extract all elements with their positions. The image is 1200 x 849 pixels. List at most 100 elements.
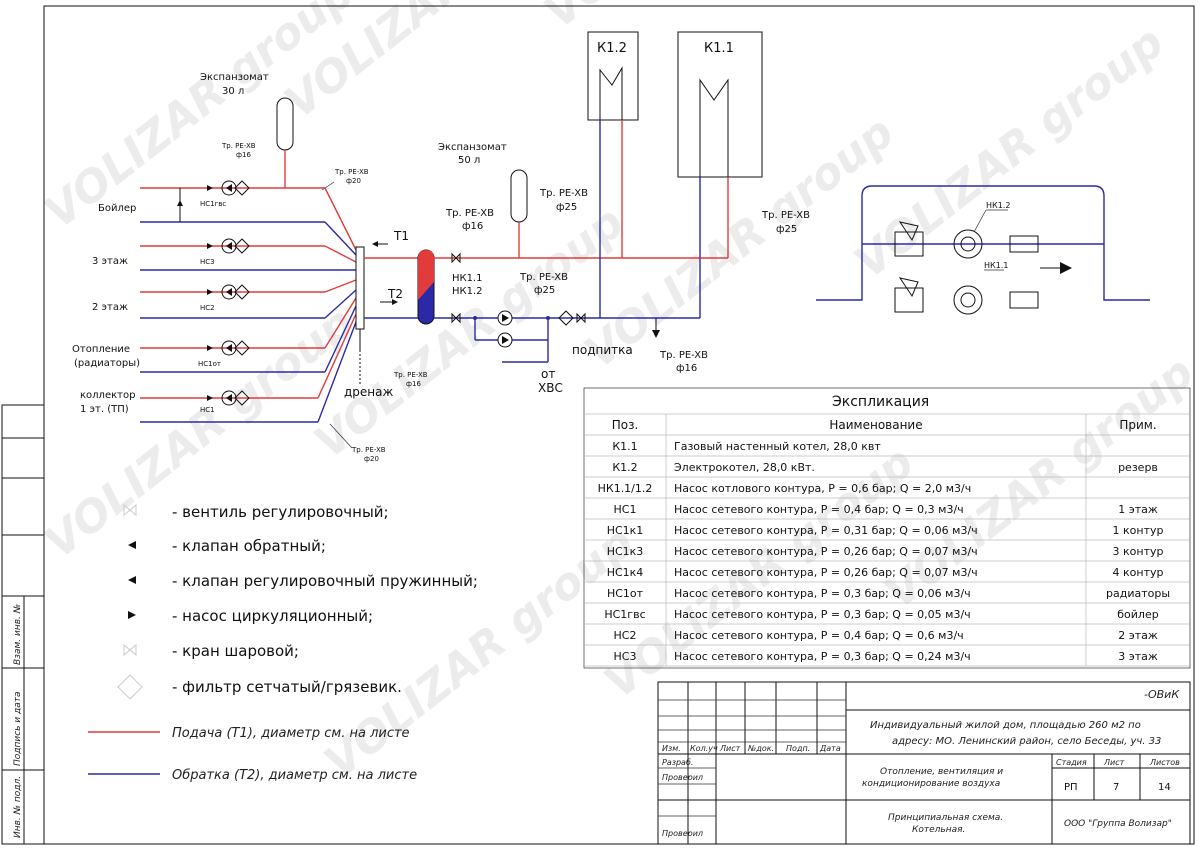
pipe-label: Тр. PE-XB [393, 371, 428, 379]
explication-note: 3 контур [1113, 545, 1164, 558]
stage-value: РП [1064, 782, 1078, 793]
stage-header: Листов [1149, 758, 1180, 767]
circuit-pump-3 [207, 238, 250, 254]
section-name: кондиционирование воздуха [862, 779, 1000, 789]
role-label: Разраб. [662, 758, 693, 767]
explication-pos: НС1 [614, 503, 637, 516]
explication-pos: НС1от [607, 587, 644, 600]
drawing-name: Котельная. [912, 825, 965, 835]
explication-note: бойлер [1117, 608, 1158, 621]
pipe-label: ф16 [676, 363, 697, 374]
pipe-label: Тр. PE-XB [445, 208, 494, 219]
explication-pos: НК1.1/1.2 [598, 482, 653, 495]
role-label: Проверил [662, 829, 703, 838]
legend: - вентиль регулировочный; - клапан обрат… [88, 503, 478, 783]
pipe-label: Тр. PE-XB [351, 446, 386, 454]
explication-name: Насос сетевого контура, P = 0,26 бар; Q … [674, 566, 978, 579]
circuit-label-radiators: Отопление [72, 344, 130, 355]
col-header: №док. [747, 744, 774, 753]
explication-name: Насос котлового контура, P = 0,6 бар; Q … [674, 482, 971, 495]
heating-scheme: Экспанзомат 30 л Тр. PE-XB ф16 Тр. PE-XB… [72, 31, 1150, 463]
circuit-label-collector: коллектор [80, 390, 135, 401]
pipe-label: Тр. PE-XB [761, 210, 810, 221]
check-valve-icon [128, 541, 136, 549]
section-name: Отопление, вентиляция и [880, 767, 1003, 777]
col-header: Изм. [662, 744, 681, 753]
boiler-pumps [473, 310, 550, 348]
pipe-label: ф16 [462, 221, 483, 232]
doc-code: -ОВиК [1144, 688, 1180, 701]
expansomat-50-tank [510, 169, 528, 223]
circuit-label-collector: 1 эт. (ТП) [80, 404, 129, 415]
stage-header: Лист [1103, 758, 1125, 767]
explication-note: 1 контур [1113, 524, 1164, 537]
legend-return: Обратка (Т2), диаметр см. на листе [172, 768, 417, 783]
pipe-label: Тр. PE-XB [539, 188, 588, 199]
detail-label-nk11: НК1.1 [984, 261, 1008, 270]
col-header: Лист [719, 744, 741, 753]
pump-label: НС2 [200, 304, 215, 312]
expansomat-50-volume: 50 л [458, 155, 480, 166]
pump-label: НС1гвс [200, 200, 226, 208]
object-name: Индивидуальный жилой дом, площадью 260 м… [870, 720, 1141, 731]
object-name: адресу: МО. Ленинский район, село Беседы… [892, 736, 1161, 747]
t1-label: Т1 [393, 229, 409, 243]
explication-name: Насос сетевого контура, P = 0,4 бар; Q =… [674, 503, 964, 516]
explication-name: Насос сетевого контура, P = 0,3 бар; Q =… [674, 587, 971, 600]
explication-pos: НС2 [614, 629, 637, 642]
circuit-label-floor2: 2 этаж [92, 302, 128, 313]
legend-item: - клапан регулировочный пружинный; [172, 572, 478, 590]
nk-label: НК1.2 [452, 286, 483, 297]
pipe-label: Тр. PE-XB [221, 142, 256, 150]
drawing-name: Принципиальная схема. [888, 813, 1003, 823]
pipe-label: ф20 [364, 455, 379, 463]
explication-note: радиаторы [1106, 587, 1170, 600]
explication-pos: НС3 [614, 650, 637, 663]
pump-label: НС1от [198, 360, 221, 368]
pipe-label: Тр. PE-XB [519, 272, 568, 283]
distribution-circuits: Бойлер 3 этаж 2 этаж Отопление (радиатор… [72, 180, 357, 423]
boiler-k12: К1.2 [587, 31, 639, 258]
drain-label: дренаж [344, 385, 393, 399]
explication-pos: К1.2 [612, 461, 637, 474]
pipe-label: Тр. PE-XB [334, 168, 369, 176]
boiler-k11: К1.1 [677, 31, 763, 318]
explication-title: Экспликация [832, 394, 929, 410]
circuit-pump-floor1 [207, 390, 250, 406]
explication-header: Наименование [829, 418, 922, 432]
col-header: Подп. [786, 744, 810, 753]
explication-name: Электрокотел, 28,0 кВт. [674, 461, 815, 474]
pump-group-detail: НК1.2 НК1.1 [816, 185, 1150, 315]
explication-name: Насос сетевого контура, P = 0,31 бар; Q … [674, 524, 978, 537]
regulating-valve-icon [123, 503, 137, 517]
explication-note: резерв [1118, 461, 1158, 474]
side-stamp-label: Подпись и дата [13, 691, 23, 766]
pump-label: НС3 [200, 258, 215, 266]
spring-valve-icon [128, 576, 136, 584]
explication-header: Поз. [612, 418, 639, 432]
explication-name: Насос сетевого контура, P = 0,3 бар; Q =… [674, 650, 971, 663]
side-stamp-label: Взам. инв. № [13, 604, 23, 665]
circuit-pump-boiler [207, 180, 250, 196]
explication-name: Газовый настенный котел, 28,0 квт [674, 440, 881, 453]
circuit-pump-2 [207, 284, 250, 300]
explication-pos: НС1гвс [604, 608, 645, 621]
pump-icon [128, 611, 136, 619]
sheet-number: 7 [1113, 782, 1119, 793]
circuit-label-boiler: Бойлер [98, 203, 136, 214]
pipe-label: ф25 [534, 285, 555, 296]
ball-valve [576, 312, 586, 324]
explication-pos: НС1к4 [607, 566, 644, 579]
pipe-label: ф25 [556, 202, 577, 213]
explication-pos: НС1к3 [607, 545, 644, 558]
from-hvs-label: ХВС [538, 381, 563, 395]
circuit-label-floor3: 3 этаж [92, 256, 128, 267]
legend-item: - вентиль регулировочный; [172, 503, 389, 521]
filter-icon [117, 674, 143, 700]
pump-label: НС1 [200, 406, 215, 414]
watermark-text: VOLIZAR group [315, 517, 643, 789]
expansomat-30-volume: 30 л [222, 86, 244, 97]
hydraulic-separator [417, 249, 435, 325]
explication-pos: НС1к1 [607, 524, 644, 537]
